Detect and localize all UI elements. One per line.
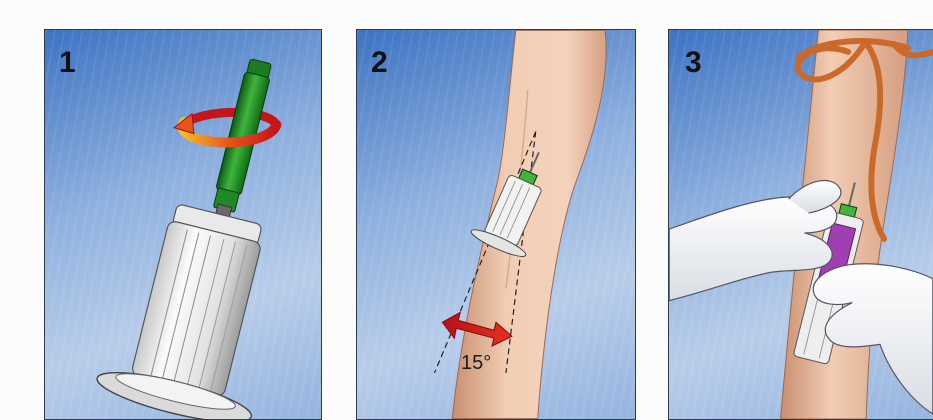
step-2-illustration [357, 30, 635, 419]
step-2-panel: 2 [356, 29, 636, 420]
step-number: 3 [685, 46, 702, 80]
needle-holder [93, 195, 297, 419]
step-3-panel: 3 [668, 29, 933, 420]
step-number: 2 [371, 46, 388, 80]
angle-label: 15° [461, 352, 491, 375]
step-number: 1 [59, 46, 76, 80]
rotation-arrow-front [182, 122, 276, 143]
step-1-illustration [45, 30, 321, 419]
step-3-illustration [669, 30, 933, 419]
step-1-panel: 1 [44, 29, 322, 420]
rotation-arrowhead [174, 114, 194, 134]
rotation-arrow-back [187, 112, 276, 124]
